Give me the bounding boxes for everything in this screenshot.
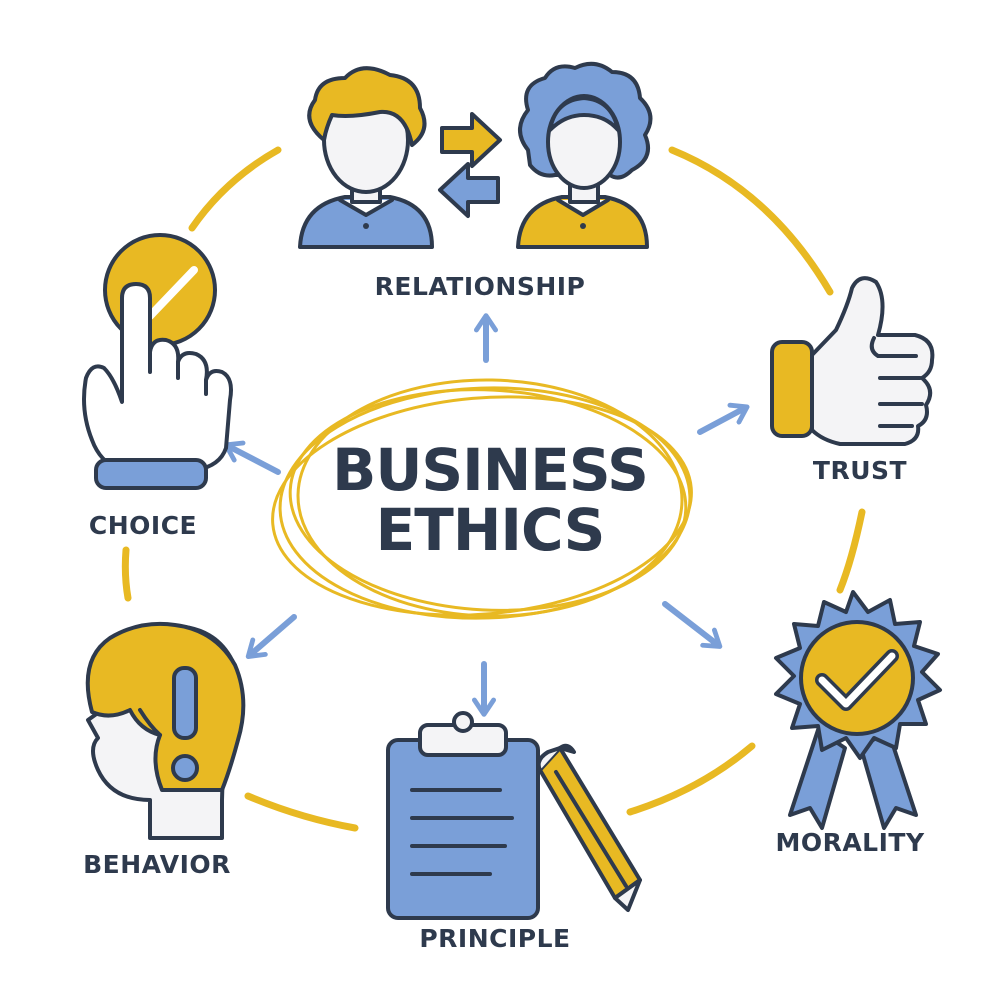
label-trust: TRUST: [812, 456, 908, 485]
thumbs-up-icon: [770, 276, 935, 446]
arrow-to-behavior: [245, 614, 297, 659]
ring-segment-principle-behavior: [244, 792, 359, 832]
head-exclamation-icon: [85, 621, 246, 840]
center-title: BUSINESS ETHICS: [290, 440, 690, 560]
arrow-to-trust: [697, 402, 750, 435]
center-arrows: [223, 313, 750, 717]
label-choice: CHOICE: [88, 511, 198, 540]
ring-segment-choice-relationship: [188, 146, 282, 232]
ring-segment-trust-morality: [836, 508, 866, 594]
arrow-to-morality: [662, 601, 723, 649]
title-line-1: BUSINESS: [332, 436, 649, 504]
ring-segment-morality-principle: [626, 742, 756, 816]
ring-segment-relationship-trust: [668, 146, 834, 296]
hand-pointing-check-icon: [82, 233, 233, 490]
arrow-to-choice: [223, 440, 281, 475]
label-relationship: RELATIONSHIP: [374, 272, 586, 301]
label-morality: MORALITY: [775, 828, 925, 857]
clipboard-pencil-icon: [386, 711, 642, 920]
award-badge-check-icon: [774, 590, 942, 830]
label-principle: PRINCIPLE: [419, 924, 571, 953]
title-line-2: ETHICS: [375, 496, 606, 564]
center-scribble: [271, 378, 693, 620]
outer-ring: [121, 146, 866, 832]
label-behavior: BEHAVIOR: [83, 850, 231, 879]
two-people-exchange-icon: [298, 61, 653, 249]
ring-segment-behavior-choice: [121, 546, 132, 602]
